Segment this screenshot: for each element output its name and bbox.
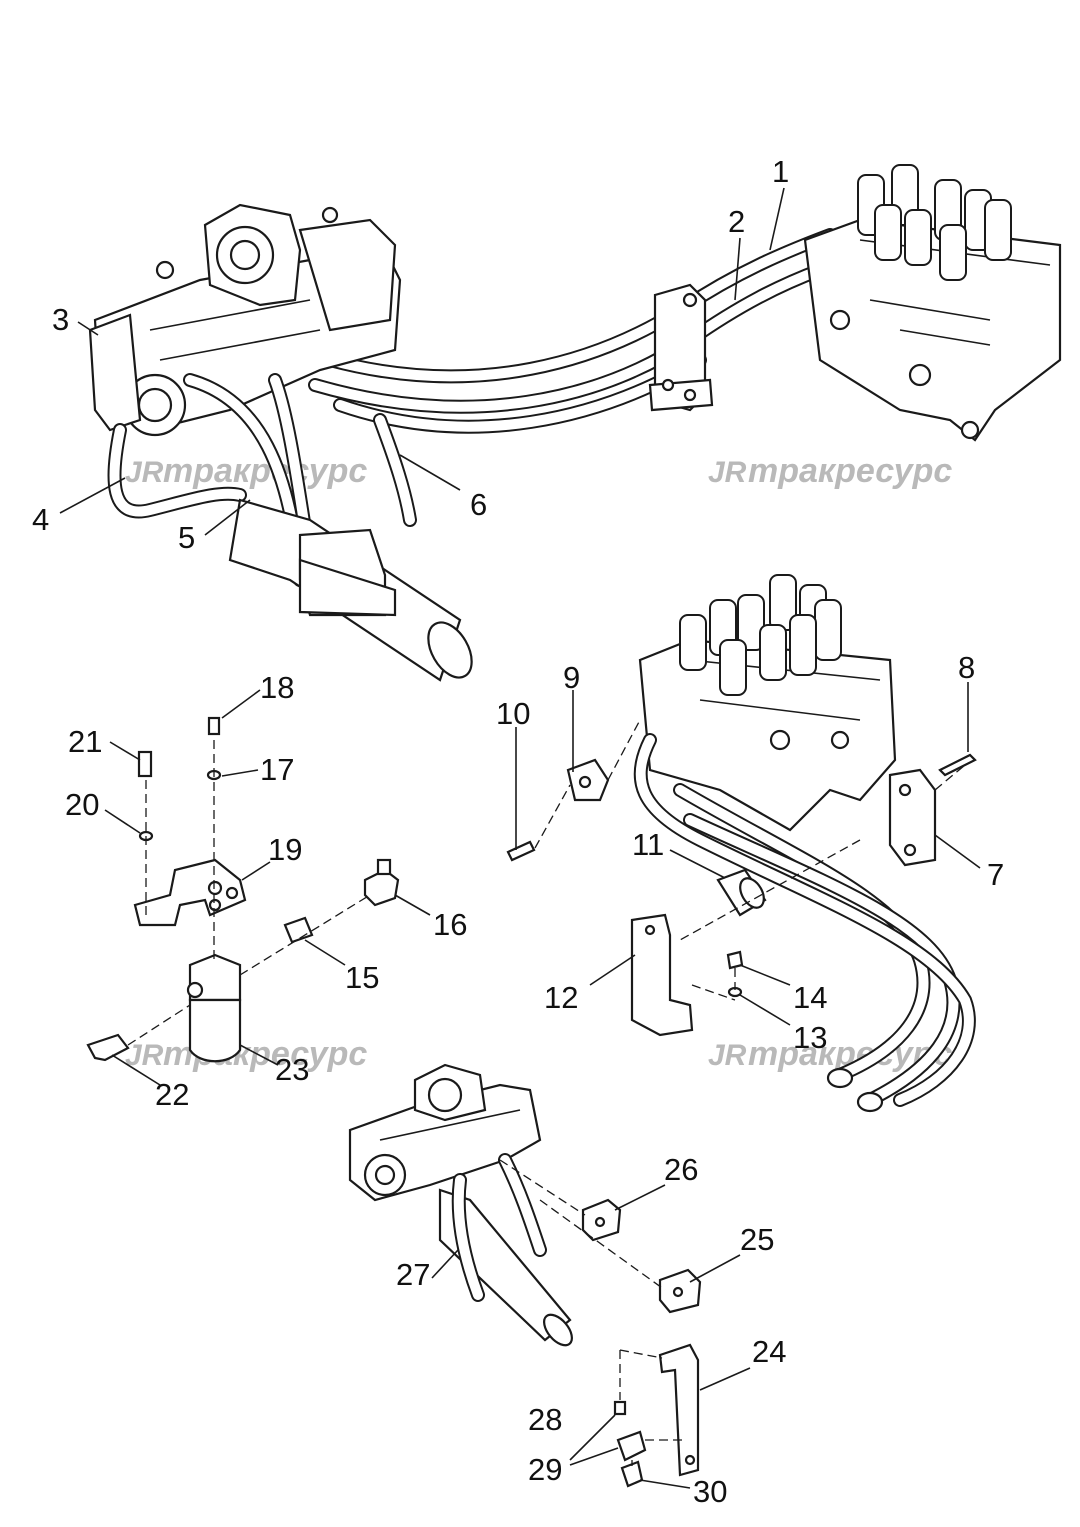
control-valve-top (803, 164, 1062, 442)
callout-26: 26 (664, 1152, 698, 1187)
callout-27: 27 (396, 1257, 430, 1292)
callout-3: 3 (52, 302, 69, 337)
callout-8: 8 (958, 650, 975, 685)
callout-22: 22 (155, 1077, 189, 1112)
callout-15: 15 (345, 960, 379, 995)
callout-18: 18 (260, 670, 294, 705)
callout-11: 11 (632, 827, 664, 862)
hydraulic-pump (88, 203, 402, 437)
callout-16: 16 (433, 907, 467, 942)
callout-2: 2 (728, 204, 745, 239)
callout-25: 25 (740, 1222, 774, 1257)
callout-7: 7 (987, 857, 1004, 892)
watermark-mid-left: JR тракресурс (125, 1035, 367, 1073)
main-hoses (308, 228, 837, 434)
watermark-top-left: JR тракресурс (125, 452, 367, 490)
callout-28: 28 (528, 1402, 562, 1437)
watermark-text: тракресурс (748, 452, 952, 490)
watermark-top-right: JR тракресурс (708, 452, 952, 490)
suction-tube (228, 498, 473, 682)
watermark-mark: JR (125, 456, 164, 489)
pump-bottom (348, 1063, 542, 1202)
watermark-mark: JR (708, 456, 747, 489)
callout-24: 24 (752, 1334, 786, 1369)
callout-30: 30 (693, 1474, 727, 1509)
callout-1: 1 (772, 154, 789, 189)
callout-12: 12 (544, 980, 578, 1015)
callout-17: 17 (260, 752, 294, 787)
control-valve-middle (638, 574, 897, 832)
bottom-assembly (348, 1063, 702, 1488)
callout-6: 6 (470, 487, 487, 522)
callout-4: 4 (32, 502, 49, 537)
callout-labels: 1 2 3 4 5 6 7 8 9 10 11 12 13 14 15 16 1… (32, 154, 1004, 1509)
callout-9: 9 (563, 660, 580, 695)
top-assembly (88, 164, 1062, 682)
callout-10: 10 (496, 696, 530, 731)
callout-20: 20 (65, 787, 99, 822)
callout-23: 23 (275, 1052, 309, 1087)
watermark-mark: JR (708, 1039, 747, 1072)
watermark-text: тракресурс (163, 452, 367, 490)
callout-13: 13 (793, 1020, 827, 1055)
callout-19: 19 (268, 832, 302, 867)
callout-14: 14 (793, 980, 827, 1015)
filter-assembly (86, 716, 400, 1063)
callout-29: 29 (528, 1452, 562, 1487)
callout-5: 5 (178, 520, 195, 555)
callout-21: 21 (68, 724, 102, 759)
middle-right-assembly (506, 574, 977, 1113)
leader-lines (59, 187, 981, 1489)
hose-clamp-bracket (648, 283, 714, 412)
